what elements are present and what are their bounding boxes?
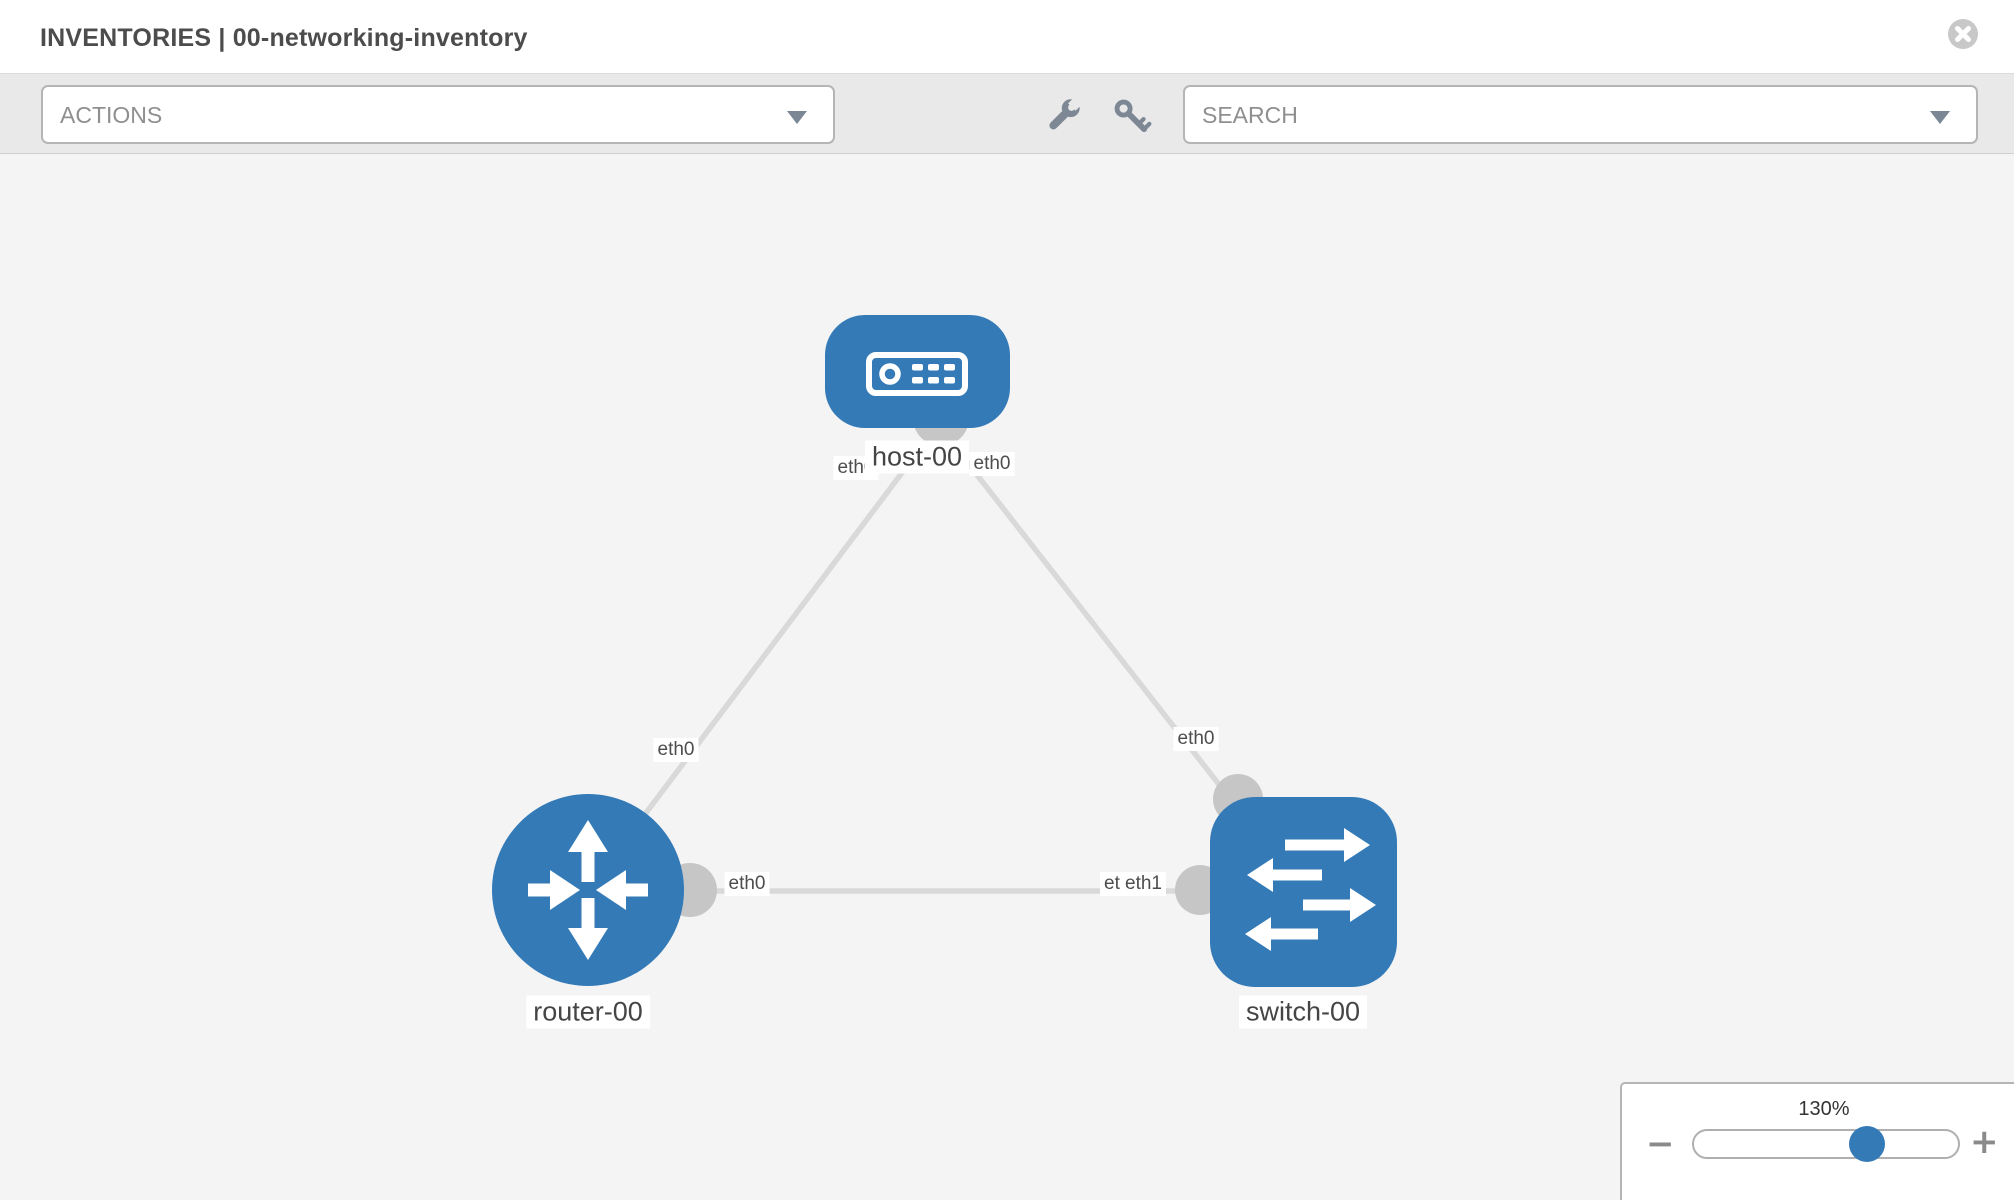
header: INVENTORIES | 00-networking-inventory	[0, 0, 2014, 73]
close-icon	[1948, 19, 1978, 49]
zoom-control-panel: 130% − +	[1620, 1082, 2014, 1200]
interface-label-host-eth0-right: eth0	[969, 452, 1015, 476]
zoom-slider-thumb[interactable]	[1849, 1126, 1885, 1162]
close-button[interactable]	[1948, 19, 1978, 49]
interface-label-switch-eth1: eth1	[1121, 872, 1166, 896]
zoom-slider-track[interactable]	[1692, 1126, 1960, 1162]
zoom-in-button[interactable]: +	[1970, 1122, 1999, 1162]
caret-down-icon	[787, 111, 807, 124]
router-icon	[528, 820, 648, 960]
configure-button[interactable]	[1040, 96, 1088, 137]
actions-dropdown-label: ACTIONS	[60, 102, 163, 128]
search-dropdown[interactable]: SEARCH	[1183, 85, 1978, 144]
actions-dropdown[interactable]: ACTIONS	[41, 85, 835, 144]
switch-icon	[1245, 828, 1376, 951]
host-icon	[866, 352, 968, 396]
link-host-router[interactable]	[585, 423, 941, 892]
credentials-button[interactable]	[1108, 97, 1156, 137]
zoom-level: 130%	[1798, 1098, 1850, 1120]
interface-label-router-eth0: eth0	[724, 872, 770, 896]
toolbar: ACTIONS SEARCH	[0, 73, 2014, 154]
topology-canvas[interactable]: eth0 eth0 eth0 eth0 eth0 eth0 eth1 host-…	[0, 154, 2014, 1200]
search-dropdown-label: SEARCH	[1202, 102, 1298, 128]
node-host-00[interactable]	[825, 315, 1010, 428]
key-icon	[1114, 99, 1152, 133]
node-label-switch-00: switch-00	[1238, 995, 1368, 1029]
node-router-00[interactable]	[492, 794, 684, 986]
node-switch-00[interactable]	[1210, 797, 1397, 987]
interface-label-switch-eth0: eth0	[1173, 727, 1219, 751]
wrench-icon	[1049, 96, 1083, 130]
caret-down-icon	[1930, 111, 1950, 124]
node-label-router-00: router-00	[526, 995, 650, 1029]
zoom-out-button[interactable]: −	[1646, 1124, 1675, 1164]
node-label-host-00: host-00	[864, 440, 970, 474]
interface-label-router-link-eth0: eth0	[653, 738, 699, 762]
page-title: INVENTORIES | 00-networking-inventory	[40, 24, 528, 52]
